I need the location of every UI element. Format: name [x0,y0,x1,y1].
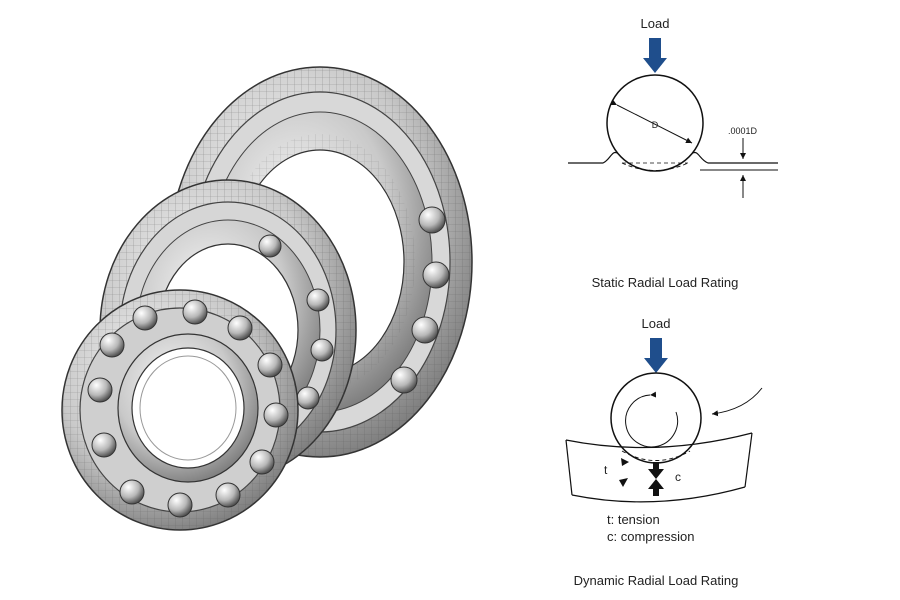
dynamic-caption: Dynamic Radial Load Rating [574,573,739,588]
tension-marker: t [604,463,608,477]
ball-rotation-arrow-icon [625,391,679,448]
static-load-diagram: Load D .0001D Static Radial Load Rating [568,16,778,290]
static-raceway-surface [568,151,778,164]
bearing-small-balls [87,299,289,518]
stress-arrows [619,458,664,496]
static-deformation-label: .0001D [728,126,758,136]
static-diameter-label: D [652,120,659,130]
static-caption: Static Radial Load Rating [592,275,739,290]
raceway-motion-arrow-icon [711,387,763,417]
compression-marker: c [675,470,681,484]
static-diameter-line [610,99,693,144]
dynamic-load-label: Load [642,316,671,331]
bearing-small [61,289,299,531]
bearing-large-balls [390,206,450,394]
legend-compression: c: compression [607,529,694,544]
dynamic-load-diagram: Load t c t: tension c: compression Dynam… [565,316,763,588]
legend-tension: t: tension [607,512,660,527]
bearing-medium-balls [258,234,334,410]
static-load-arrow-icon [643,38,667,73]
static-indentation [621,162,689,171]
static-load-label: Load [641,16,670,31]
dynamic-raceway [565,432,753,503]
dynamic-ball [610,372,702,464]
static-ball [606,74,704,172]
dynamic-load-arrow-icon [644,338,668,373]
bearings-illustration [61,66,473,531]
